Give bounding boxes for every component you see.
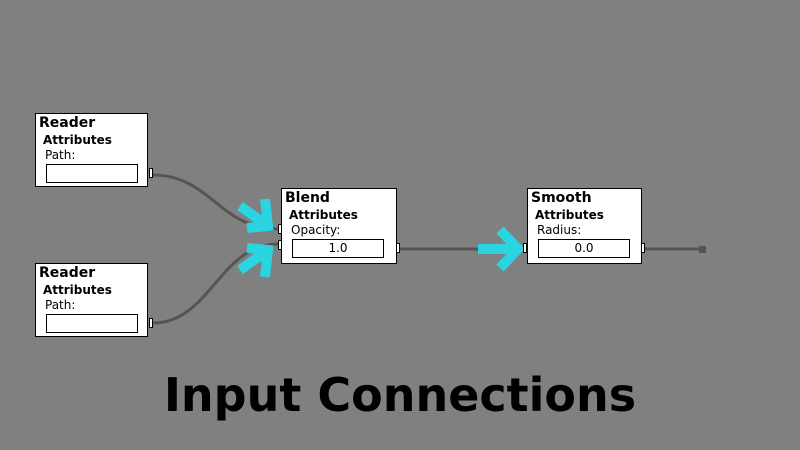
caption-title: Input Connections <box>163 368 637 422</box>
reader2-output-port[interactable] <box>149 318 153 328</box>
smooth-input-port[interactable] <box>523 243 527 253</box>
attributes-header: Attributes <box>535 208 604 222</box>
radius-input[interactable]: 0.0 <box>538 239 630 258</box>
output-endpoint <box>699 246 706 253</box>
reader-node-2[interactable]: Reader Attributes Path: <box>35 263 148 337</box>
path-input[interactable] <box>46 314 138 333</box>
blend-node[interactable]: Blend Attributes Opacity: 1.0 <box>281 188 397 264</box>
smooth-node[interactable]: Smooth Attributes Radius: 0.0 <box>527 188 642 264</box>
smooth-output-port[interactable] <box>641 243 645 253</box>
attributes-header: Attributes <box>43 283 112 297</box>
attributes-header: Attributes <box>43 133 112 147</box>
path-label: Path: <box>45 298 76 312</box>
opacity-input[interactable]: 1.0 <box>292 239 384 258</box>
highlight-arrow-input1 <box>237 198 274 233</box>
node-title: Smooth <box>531 190 592 206</box>
path-label: Path: <box>45 148 76 162</box>
node-title: Blend <box>285 190 330 206</box>
highlight-arrow-input2 <box>237 243 274 278</box>
blend-input-port-2[interactable] <box>278 240 282 250</box>
opacity-label: Opacity: <box>291 223 341 237</box>
radius-label: Radius: <box>537 223 582 237</box>
reader1-output-port[interactable] <box>149 168 153 178</box>
blend-output-port[interactable] <box>396 243 400 253</box>
reader-node-1[interactable]: Reader Attributes Path: <box>35 113 148 187</box>
path-input[interactable] <box>46 164 138 183</box>
node-title: Reader <box>39 115 96 131</box>
node-title: Reader <box>39 265 96 281</box>
blend-input-port-1[interactable] <box>278 224 282 234</box>
attributes-header: Attributes <box>289 208 358 222</box>
highlight-arrow-smooth-input <box>478 226 525 272</box>
